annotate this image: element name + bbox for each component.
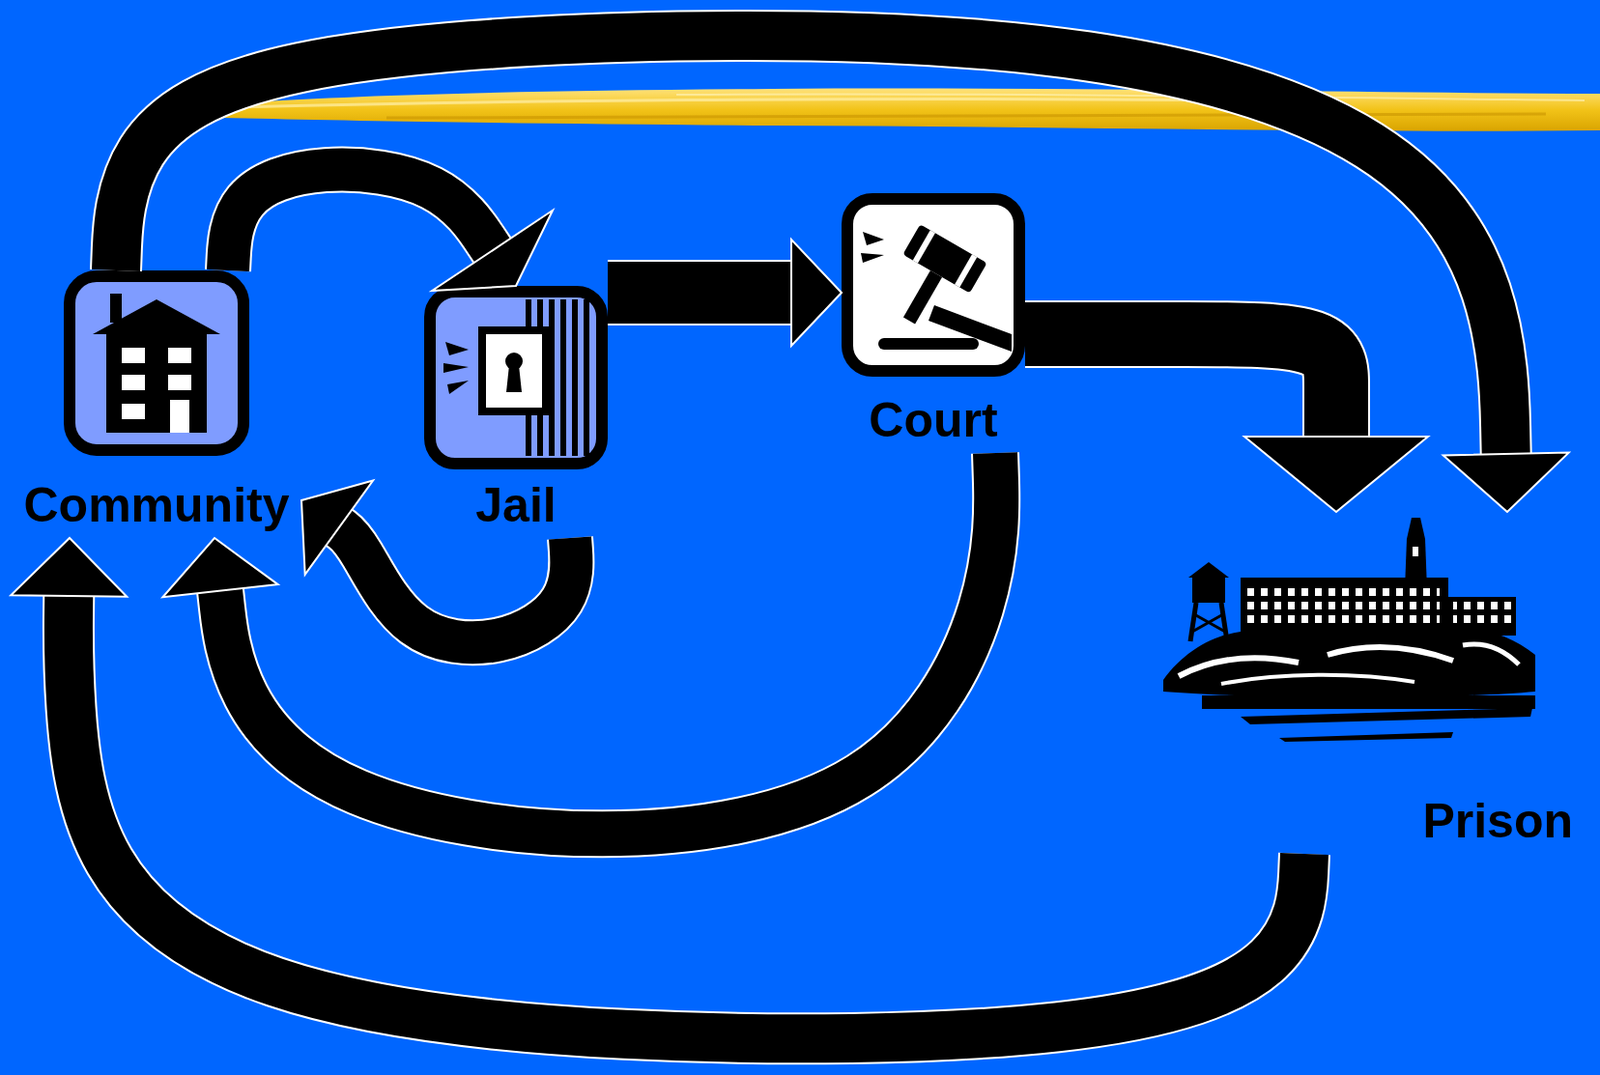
prison-island: [1246, 583, 1440, 627]
flow-arrow: [607, 239, 842, 346]
prison-island: [1178, 657, 1299, 677]
prison-island: [1412, 546, 1419, 557]
arrow-head: [10, 538, 127, 598]
arrow-head: [301, 481, 373, 575]
prison-island: [1163, 629, 1536, 698]
jail-icon: [443, 363, 469, 373]
prison-island: [1240, 577, 1449, 636]
prison-island: [1201, 695, 1536, 710]
flow-arrow: [115, 35, 1570, 513]
jail-icon: [560, 299, 567, 457]
arrow-head: [1244, 436, 1429, 513]
arrow-outline: [607, 259, 792, 326]
arrow-head: [791, 239, 842, 346]
gavel-icon: [860, 253, 885, 263]
gavel-icon: [903, 270, 943, 324]
court-node: Court: [841, 193, 1026, 454]
node-label: Court: [868, 394, 998, 448]
brush-stroke: [676, 93, 1585, 101]
prison-island: [1190, 602, 1197, 642]
arrow-head: [1443, 453, 1570, 513]
arrow-shaft: [220, 453, 997, 834]
prison-node: Prison: [1159, 512, 1585, 855]
prison-island: [1192, 614, 1224, 632]
jail-icon: [583, 299, 590, 457]
building-icon: [168, 347, 192, 364]
building-icon: [92, 299, 221, 335]
brush-stroke: [193, 98, 1257, 109]
gavel-icon: [847, 199, 1020, 372]
prison-island: [1327, 647, 1454, 661]
arrow-head: [162, 538, 278, 598]
arrow-shaft: [339, 527, 572, 643]
gavel-icon: [913, 229, 936, 263]
building-icon: [170, 400, 190, 433]
icon-space: [11, 270, 302, 480]
node-label: Jail: [475, 479, 556, 533]
node-label: Prison: [1422, 795, 1573, 849]
arrow-outline: [68, 596, 1305, 1039]
building-icon: [121, 403, 145, 420]
jail-node: Jail: [424, 285, 608, 539]
jail-icon: [506, 365, 522, 393]
arrow-head: [431, 210, 553, 291]
building-icon: [106, 332, 207, 433]
arrow-outline: [1025, 334, 1337, 437]
prison-island: [1221, 675, 1415, 685]
prison-island: [1163, 517, 1536, 743]
jail-icon: [482, 330, 546, 412]
jail-icon: [429, 291, 602, 464]
building-icon: [121, 347, 145, 364]
jail-icon: [447, 380, 469, 395]
prison-island: [1188, 562, 1229, 578]
icon-space: [424, 285, 608, 480]
community-node: Community: [11, 270, 302, 539]
arrow-shaft: [607, 261, 792, 324]
jail-icon: [571, 299, 578, 457]
flow-arrow: [228, 170, 553, 291]
jail-icon: [445, 342, 469, 356]
building-icon: [69, 276, 244, 451]
building-icon: [168, 374, 192, 391]
arrow-outline: [228, 170, 493, 271]
building-icon: [69, 276, 244, 451]
prison-island: [1192, 577, 1226, 603]
prison-island: [1240, 708, 1533, 725]
building-icon: [121, 374, 145, 391]
arrow-outline: [339, 527, 572, 643]
arrow-outline: [220, 453, 997, 834]
arrow-shaft: [115, 35, 1507, 455]
icon-space: [1159, 512, 1573, 796]
arrow-outline: [115, 35, 1507, 455]
gavel-icon: [878, 338, 979, 350]
node-label: Community: [24, 479, 290, 533]
gavel-icon: [875, 224, 987, 341]
flow-arrow: [10, 538, 1305, 1039]
building-icon: [110, 293, 122, 323]
jail-icon: [429, 291, 602, 464]
gavel-icon: [847, 199, 1020, 372]
arrow-shaft: [228, 170, 493, 271]
prison-island: [1453, 600, 1512, 629]
flow-arrow: [1025, 334, 1429, 513]
arrow-shaft: [68, 596, 1305, 1039]
arrow-shaft: [1025, 334, 1337, 437]
prison-island: [1448, 597, 1516, 636]
gavel-icon: [862, 231, 885, 246]
prison-island: [1462, 644, 1519, 665]
gavel-icon: [902, 224, 987, 293]
icon-space: [841, 193, 1026, 395]
gavel-icon: [954, 254, 977, 287]
prison-island: [1279, 732, 1454, 743]
